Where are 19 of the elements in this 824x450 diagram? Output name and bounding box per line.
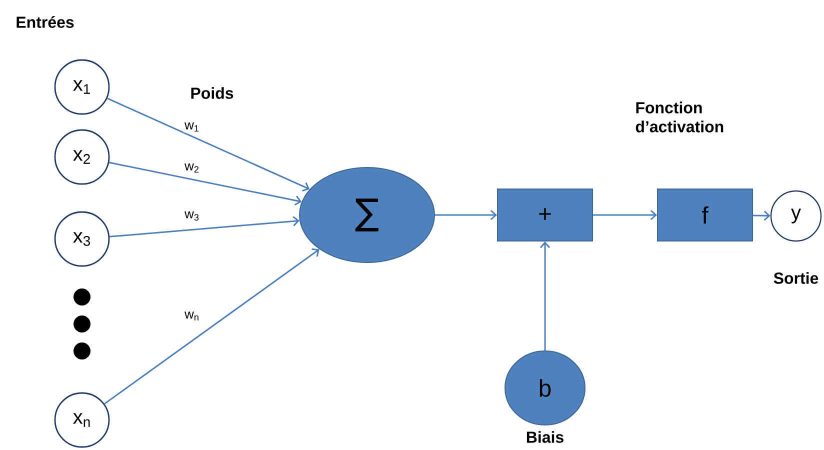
edge-label: w$_{n}$ (184, 312, 198, 320)
edge-label: w$_{3}$ (184, 211, 199, 221)
node-caption: Fonction d’activation (636, 102, 724, 132)
arrow (104, 248, 320, 404)
arrow (593, 210, 658, 220)
heading-label: Poids (191, 87, 234, 99)
node-caption: Biais (526, 431, 564, 443)
edge-label: w$_{1}$ (184, 122, 199, 132)
operation-box: + (497, 188, 593, 242)
arrow (109, 162, 302, 206)
arrow (110, 216, 300, 238)
operation-box: f (657, 188, 753, 242)
heading-label: Entrées (16, 16, 74, 28)
arrow (753, 210, 770, 221)
arrow (540, 242, 550, 350)
edge-label: w$_{2}$ (184, 163, 198, 173)
node-caption: Sortie (774, 272, 818, 284)
arrow (435, 210, 497, 220)
arrow (106, 98, 310, 192)
